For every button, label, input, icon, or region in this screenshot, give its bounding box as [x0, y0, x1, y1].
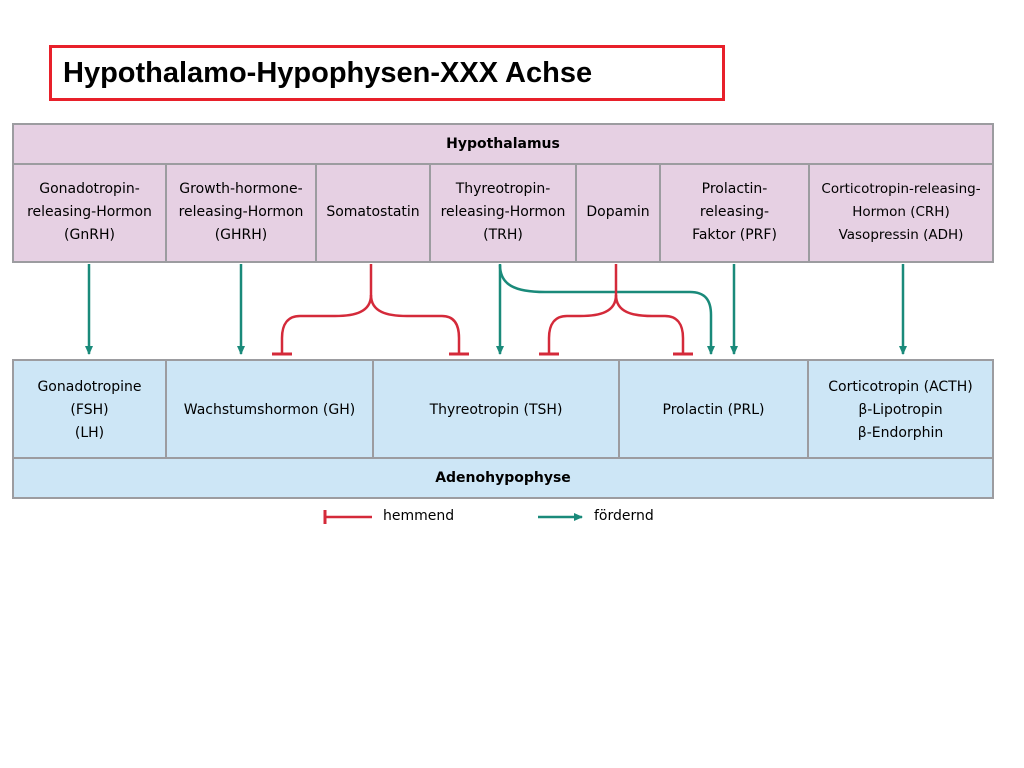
dopamin-cell: Dopamin — [577, 163, 661, 261]
cell-line: Prolactin (PRL) — [662, 401, 765, 418]
cell-line: Vasopressin (ADH) — [838, 226, 964, 243]
adenohypophyse-hormone-row: Gonadotropine (FSH) (LH) Wachstumshormon… — [14, 361, 992, 459]
cell-line: releasing-Hormon — [178, 203, 304, 220]
trh-cell: Thyreotropin- releasing-Hormon (TRH) — [431, 163, 577, 261]
cell-line: Growth-hormone- — [179, 180, 303, 197]
cell-line: β-Endorphin — [857, 424, 944, 441]
trh-stimulates-prl-arrow — [498, 264, 715, 355]
cell-line: (TRH) — [483, 226, 523, 243]
cell-line: (LH) — [74, 424, 105, 441]
gonadotropine-cell: Gonadotropine (FSH) (LH) — [14, 361, 167, 459]
cell-line: Thyreotropin (TSH) — [429, 401, 563, 418]
hypothalamus-panel: Hypothalamus Gonadotropin- releasing-Hor… — [12, 123, 994, 263]
cell-line: Gonadotropin- — [39, 180, 140, 197]
hypothalamus-hormone-row: Gonadotropin- releasing-Hormon (GnRH) Gr… — [14, 163, 992, 261]
hypothalamus-header: Hypothalamus — [14, 125, 992, 165]
cell-line: Hormon (CRH) — [852, 203, 950, 220]
dopamin-inhibits-arrow — [539, 264, 693, 356]
cell-line: Gonadotropine — [37, 378, 142, 395]
cell-line: releasing-Hormon — [440, 203, 566, 220]
prf-cell: Prolactin- releasing- Faktor (PRF) — [661, 163, 810, 261]
crh-adh-cell: Corticotropin-releasing- Hormon (CRH) Va… — [810, 163, 992, 261]
tsh-cell: Thyreotropin (TSH) — [374, 361, 620, 459]
cell-line: releasing- — [699, 203, 770, 220]
cell-line: Prolactin- — [701, 180, 768, 197]
ghrh-cell: Growth-hormone- releasing-Hormon (GHRH) — [167, 163, 317, 261]
cell-line: Faktor (PRF) — [692, 226, 777, 243]
cell-line: β-Lipotropin — [858, 401, 943, 418]
cell-line: Corticotropin-releasing- — [821, 180, 981, 197]
adenohypophyse-header: Adenohypophyse — [14, 457, 992, 497]
legend-inhibitory-symbol — [323, 510, 372, 524]
legend-stimulatory-label: fördernd — [594, 508, 654, 524]
legend-inhibitory-label: hemmend — [383, 508, 455, 524]
cell-line: Corticotropin (ACTH) — [828, 378, 973, 395]
cell-line: Wachstumshormon (GH) — [183, 401, 356, 418]
gnrh-cell: Gonadotropin- releasing-Hormon (GnRH) — [14, 163, 167, 261]
cell-line: (GnRH) — [64, 226, 115, 243]
cell-line: Somatostatin — [326, 203, 420, 220]
page-title: Hypothalamo-Hypophysen-XXX Achse — [49, 45, 725, 101]
cell-line: releasing-Hormon — [27, 203, 152, 220]
gh-cell: Wachstumshormon (GH) — [167, 361, 374, 459]
somatostatin-inhibits-arrow — [272, 264, 469, 356]
cell-line: (GHRH) — [214, 226, 268, 243]
acth-cell: Corticotropin (ACTH) β-Lipotropin β-Endo… — [809, 361, 992, 459]
cell-line: Thyreotropin- — [455, 180, 551, 197]
somatostatin-cell: Somatostatin — [317, 163, 431, 261]
cell-line: Dopamin — [586, 203, 650, 220]
adenohypophyse-panel: Gonadotropine (FSH) (LH) Wachstumshormon… — [12, 359, 994, 499]
prl-cell: Prolactin (PRL) — [620, 361, 809, 459]
cell-line: (FSH) — [70, 401, 109, 418]
